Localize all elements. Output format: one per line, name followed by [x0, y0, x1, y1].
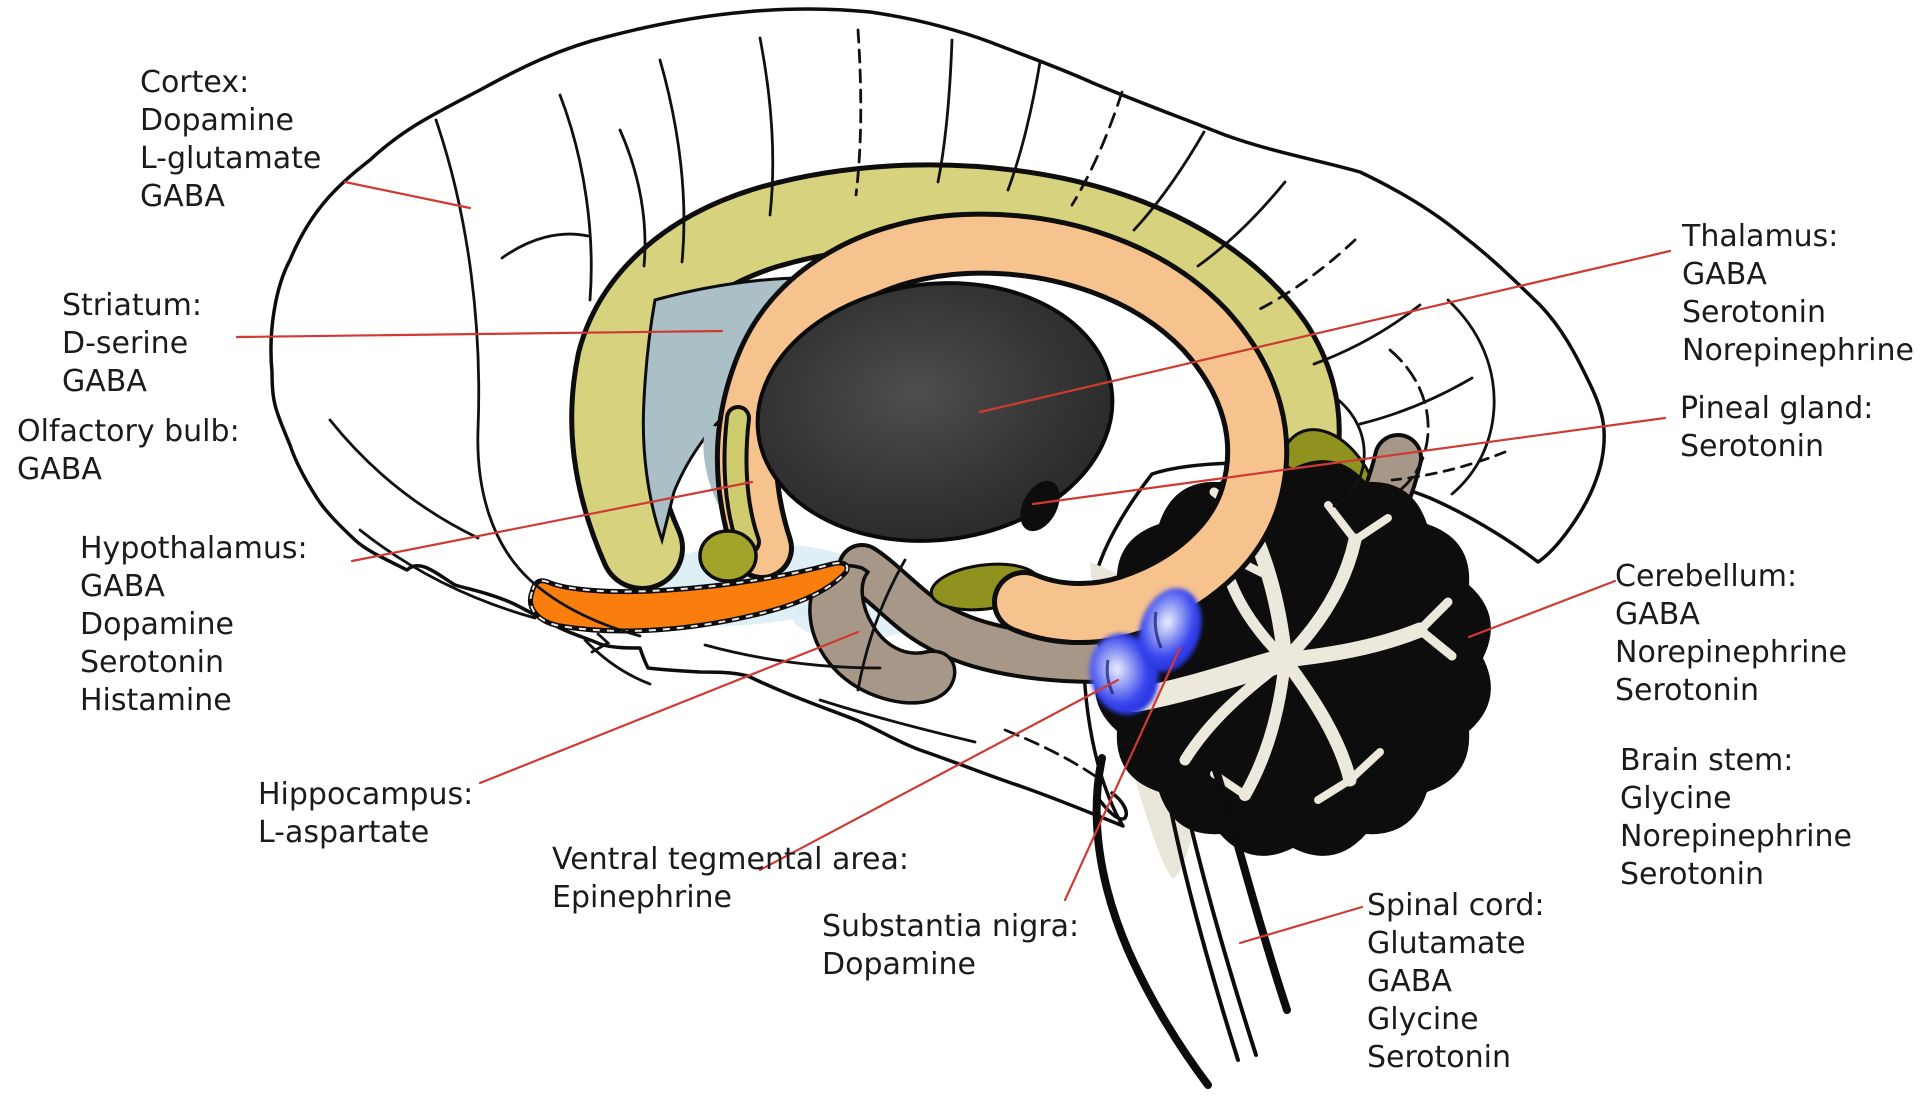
region-title: Brain stem:	[1620, 743, 1794, 778]
thalamus-body	[755, 281, 1115, 543]
cerebellum-body	[1095, 460, 1491, 856]
label-striatum: Striatum: D-serine GABA	[62, 287, 202, 401]
label-cerebellum: Cerebellum: GABA Norepinephrine Serotoni…	[1615, 558, 1847, 710]
leader-line-hypothalamus	[350, 480, 754, 563]
region-transmitters: Epinephrine	[552, 880, 732, 915]
label-ventral-tegmental-area: Ventral tegmental area: Epinephrine	[552, 841, 909, 917]
region-transmitters: D-serine GABA	[62, 326, 189, 399]
region-transmitters: Glycine Norepinephrine Serotonin	[1620, 781, 1852, 892]
sulci-lines	[328, 28, 1507, 780]
region-transmitters: GABA	[17, 452, 102, 487]
blob-marks	[1105, 611, 1163, 695]
region-title: Spinal cord:	[1367, 888, 1545, 923]
region-title: Thalamus:	[1682, 219, 1839, 254]
region-title: Cortex:	[140, 65, 250, 100]
label-hippocampus: Hippocampus: L-aspartate	[258, 776, 473, 852]
label-hypothalamus: Hypothalamus: GABA Dopamine Serotonin Hi…	[80, 530, 308, 720]
region-title: Cerebellum:	[1615, 559, 1798, 594]
region-transmitters: Dopamine	[822, 947, 976, 982]
region-transmitters: L-aspartate	[258, 815, 430, 850]
label-substantia-nigra: Substantia nigra: Dopamine	[822, 908, 1079, 984]
leader-line-ventral-tegmental-area	[758, 678, 1120, 872]
leader-line-pineal-gland	[1031, 416, 1667, 506]
leader-lines	[235, 180, 1672, 945]
leader-line-hippocampus	[478, 630, 860, 785]
leader-line-spinal-cord	[1238, 905, 1364, 945]
label-pineal-gland: Pineal gland: Serotonin	[1680, 390, 1873, 466]
fornix-band	[714, 211, 1290, 646]
region-title: Olfactory bulb:	[17, 414, 240, 449]
region-title: Substantia nigra:	[822, 909, 1080, 944]
region-title: Striatum:	[62, 288, 202, 323]
leader-line-thalamus	[978, 249, 1672, 414]
leader-line-cerebellum	[1467, 579, 1617, 639]
region-transmitters: Glutamate GABA Glycine Serotonin	[1367, 926, 1526, 1075]
region-title: Ventral tegmental area:	[552, 842, 909, 877]
substantia-nigra-blob	[1138, 588, 1202, 672]
region-transmitters: GABA Serotonin Norepinephrine	[1682, 257, 1914, 368]
leader-line-striatum	[235, 329, 724, 339]
region-transmitters: GABA Dopamine Serotonin Histamine	[80, 569, 234, 718]
pineal-body	[1020, 480, 1060, 532]
label-brain-stem: Brain stem: Glycine Norepinephrine Serot…	[1620, 742, 1852, 894]
brainstem-spinal-lines	[1092, 754, 1291, 1089]
region-title: Hypothalamus:	[80, 531, 308, 566]
region-transmitters: Dopamine L-glutamate GABA	[140, 103, 322, 214]
leader-line-substantia-nigra	[1063, 646, 1182, 902]
label-thalamus: Thalamus: GABA Serotonin Norepinephrine	[1682, 218, 1914, 370]
region-transmitters: Serotonin	[1680, 429, 1825, 464]
region-transmitters: GABA Norepinephrine Serotonin	[1615, 597, 1847, 708]
label-cortex: Cortex: Dopamine L-glutamate GABA	[140, 64, 321, 216]
leader-line-cortex	[343, 180, 472, 210]
region-title: Hippocampus:	[258, 777, 474, 812]
hypothalamus-body	[528, 560, 850, 634]
olfactory-olive-blob	[698, 529, 758, 583]
label-olfactory-bulb: Olfactory bulb: GABA	[17, 413, 240, 489]
region-title: Pineal gland:	[1680, 391, 1874, 426]
fornix-column	[722, 405, 761, 555]
label-spinal-cord: Spinal cord: Glutamate GABA Glycine Sero…	[1367, 887, 1545, 1077]
